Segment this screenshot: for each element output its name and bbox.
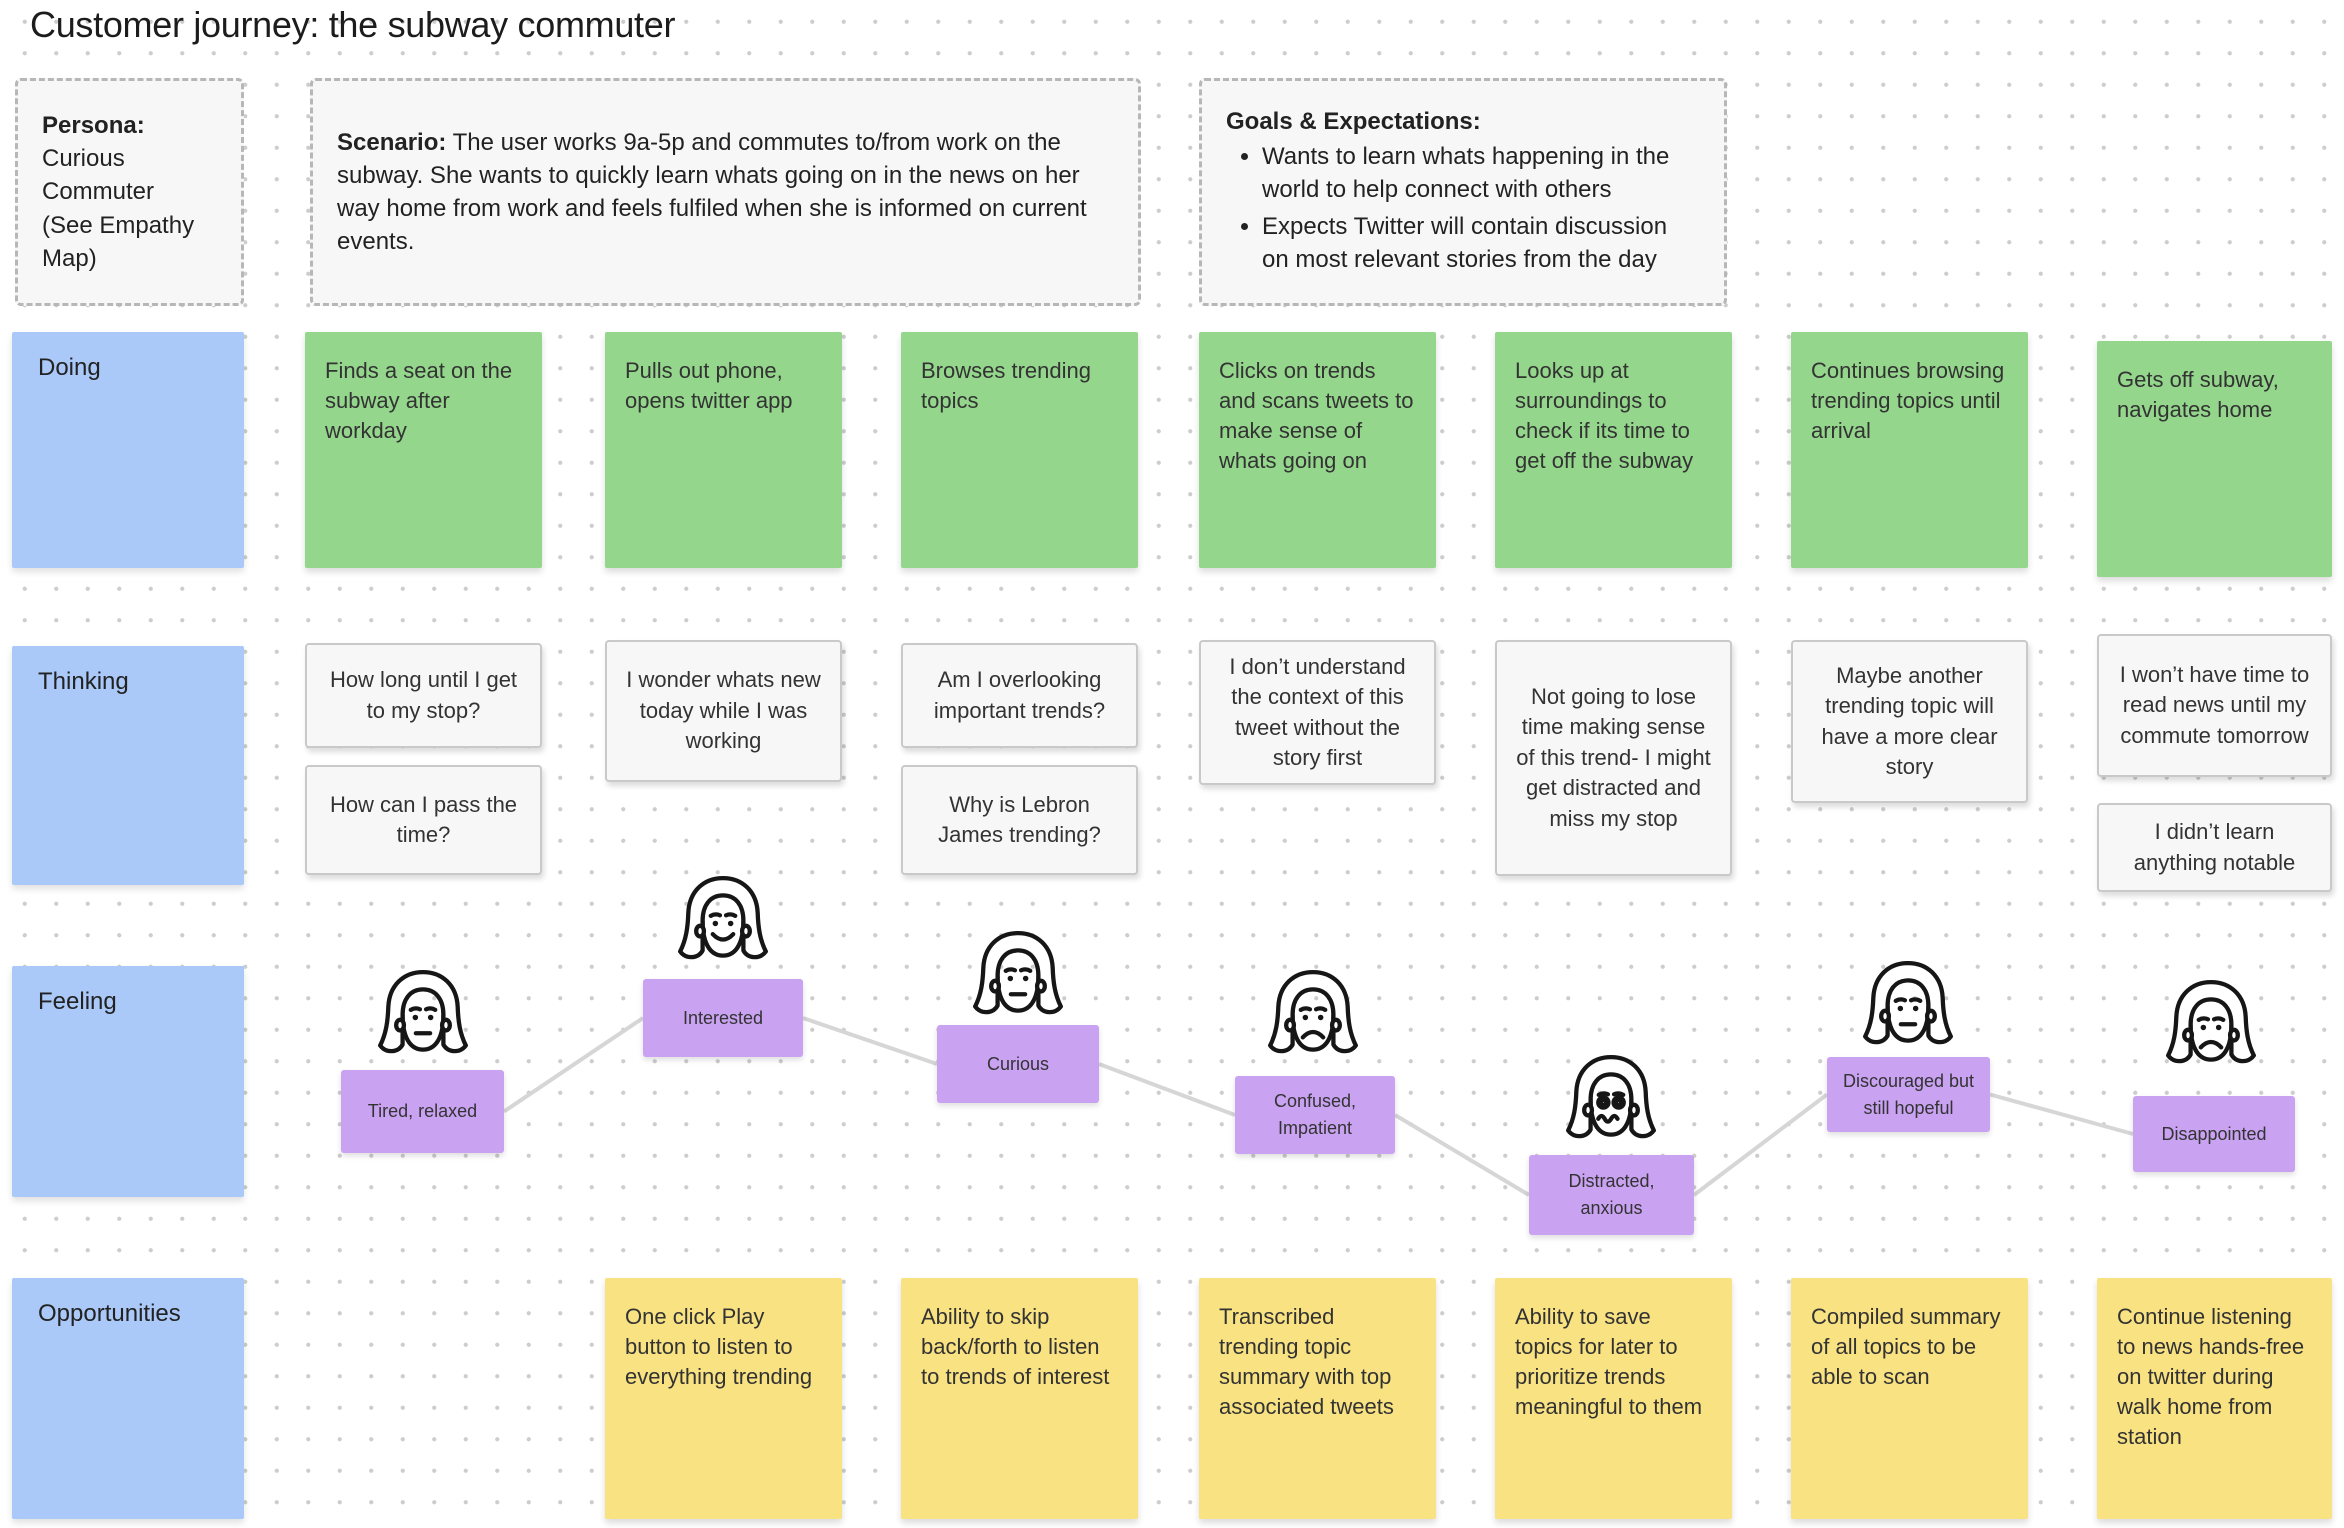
goals-bullet-list: Wants to learn whats happening in the wo… xyxy=(1226,140,1700,275)
opportunity-note[interactable]: One click Play button to listen to every… xyxy=(605,1278,842,1519)
goals-bullet: Wants to learn whats happening in the wo… xyxy=(1262,140,1700,206)
goals-box[interactable]: Goals & Expectations: Wants to learn wha… xyxy=(1199,78,1727,306)
face-frown-icon[interactable] xyxy=(2160,978,2262,1080)
face-frown-icon[interactable] xyxy=(1262,968,1364,1070)
feeling-note[interactable]: Distracted, anxious xyxy=(1529,1155,1694,1235)
feeling-note[interactable]: Curious xyxy=(937,1025,1099,1103)
goals-label: Goals & Expectations: xyxy=(1226,108,1481,136)
feeling-note[interactable]: Interested xyxy=(643,979,803,1057)
row-label-feeling[interactable]: Feeling xyxy=(12,966,244,1197)
face-dizzy-icon[interactable] xyxy=(1560,1053,1662,1155)
opportunity-note[interactable]: Transcribed trending topic summary with … xyxy=(1199,1278,1436,1519)
opportunity-note[interactable]: Ability to save topics for later to prio… xyxy=(1495,1278,1732,1519)
row-label-doing[interactable]: Doing xyxy=(12,332,244,568)
opportunity-note[interactable]: Compiled summary of all topics to be abl… xyxy=(1791,1278,2028,1519)
feeling-note[interactable]: Confused, Impatient xyxy=(1235,1076,1395,1154)
face-neutral-icon[interactable] xyxy=(967,929,1069,1031)
thinking-note[interactable]: I didn’t learn anything notable xyxy=(2097,803,2332,892)
thinking-note[interactable]: I don’t understand the context of this t… xyxy=(1199,640,1436,785)
doing-note[interactable]: Pulls out phone, opens twitter app xyxy=(605,332,842,568)
persona-body: Curious Commuter (See Empathy Map) xyxy=(42,145,195,272)
persona-box[interactable]: Persona: Curious Commuter (See Empathy M… xyxy=(15,78,244,306)
opportunity-note[interactable]: Continue listening to news hands-free on… xyxy=(2097,1278,2332,1519)
row-label-thinking[interactable]: Thinking xyxy=(12,646,244,885)
scenario-body: The user works 9a-5p and commutes to/fro… xyxy=(337,128,1087,256)
thinking-note[interactable]: Not going to lose time making sense of t… xyxy=(1495,640,1732,876)
goals-bullet: Expects Twitter will contain discussion … xyxy=(1262,210,1700,276)
face-neutral-icon[interactable] xyxy=(372,968,474,1070)
thinking-note[interactable]: Maybe another trending topic will have a… xyxy=(1791,640,2028,803)
thinking-note[interactable]: How long until I get to my stop? xyxy=(305,643,542,748)
thinking-note[interactable]: I wonder whats new today while I was wor… xyxy=(605,640,842,782)
feeling-note[interactable]: Disappointed xyxy=(2133,1096,2295,1172)
scenario-label: Scenario: xyxy=(337,128,447,156)
thinking-note[interactable]: Why is Lebron James trending? xyxy=(901,765,1138,875)
doing-note[interactable]: Gets off subway, navigates home xyxy=(2097,341,2332,577)
doing-note[interactable]: Finds a seat on the subway after workday xyxy=(305,332,542,568)
thinking-note[interactable]: Am I overlooking important trends? xyxy=(901,643,1138,748)
page-title[interactable]: Customer journey: the subway commuter xyxy=(30,4,676,45)
opportunity-note[interactable]: Ability to skip back/forth to listen to … xyxy=(901,1278,1138,1519)
persona-label: Persona: xyxy=(42,112,145,140)
thinking-note[interactable]: How can I pass the time? xyxy=(305,765,542,875)
feeling-note[interactable]: Tired, relaxed xyxy=(341,1070,504,1153)
face-smile-icon[interactable] xyxy=(672,874,774,976)
doing-note[interactable]: Clicks on trends and scans tweets to mak… xyxy=(1199,332,1436,568)
face-neutral-icon[interactable] xyxy=(1857,959,1959,1061)
row-label-opportunities[interactable]: Opportunities xyxy=(12,1278,244,1519)
doing-note[interactable]: Browses trending topics xyxy=(901,332,1138,568)
scenario-box[interactable]: Scenario: The user works 9a-5p and commu… xyxy=(310,78,1141,306)
doing-note[interactable]: Continues browsing trending topics until… xyxy=(1791,332,2028,568)
doing-note[interactable]: Looks up at surroundings to check if its… xyxy=(1495,332,1732,568)
thinking-note[interactable]: I won’t have time to read news until my … xyxy=(2097,634,2332,777)
feeling-note[interactable]: Discouraged but still hopeful xyxy=(1827,1057,1990,1132)
